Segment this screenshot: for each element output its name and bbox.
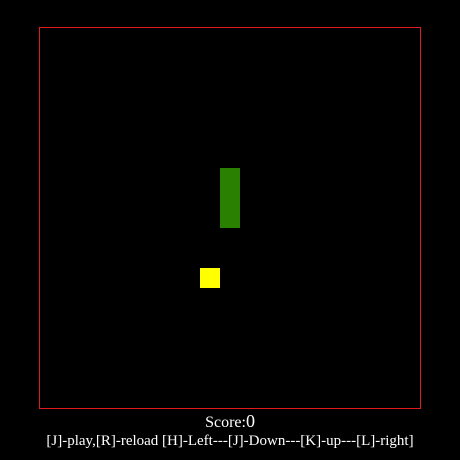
snake-segment	[220, 208, 240, 228]
food-pellet	[200, 268, 220, 288]
game-board[interactable]	[39, 27, 421, 409]
score-value: 0	[245, 411, 255, 431]
score-label: Score:	[205, 414, 246, 431]
snake-segment	[220, 188, 240, 208]
controls-help: [J]-play,[R]-reload [H]-Left---[J]-Down-…	[46, 433, 414, 449]
score-display: Score:0	[0, 411, 460, 433]
snake-head	[220, 168, 240, 188]
